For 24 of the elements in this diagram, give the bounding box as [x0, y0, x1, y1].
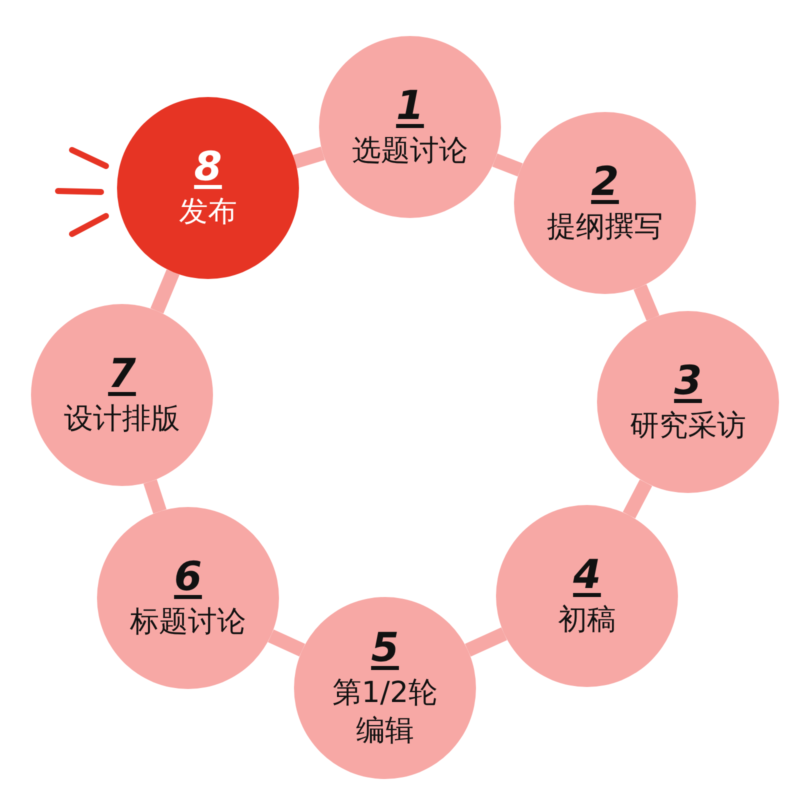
step-label: 初稿 — [557, 601, 617, 638]
step-number: 8 — [194, 145, 222, 190]
connector-line — [492, 154, 523, 176]
connector-line — [622, 479, 652, 519]
step-number: 2 — [591, 160, 619, 204]
step-number: 1 — [396, 84, 424, 128]
step-label: 提纲撰写 — [546, 208, 664, 246]
step-number: 7 — [108, 352, 136, 396]
step-label: 设计排版 — [63, 400, 181, 438]
step-label: 选题讨论 — [351, 132, 469, 170]
step-number: 5 — [371, 626, 399, 670]
step-number: 6 — [174, 555, 202, 600]
connector-line — [293, 146, 325, 168]
connector-line — [150, 269, 180, 314]
step-label: 研究采访 — [629, 407, 747, 444]
connector-line — [143, 479, 167, 514]
step-number: 4 — [573, 553, 601, 598]
connector-line — [634, 284, 660, 321]
connector-line — [464, 627, 508, 657]
connector-line — [268, 629, 306, 657]
step-label: 标题讨论 — [129, 603, 247, 640]
step-label: 发布 — [178, 193, 238, 230]
step-label: 第1/2轮编辑 — [332, 674, 438, 749]
step-number: 3 — [674, 359, 702, 404]
